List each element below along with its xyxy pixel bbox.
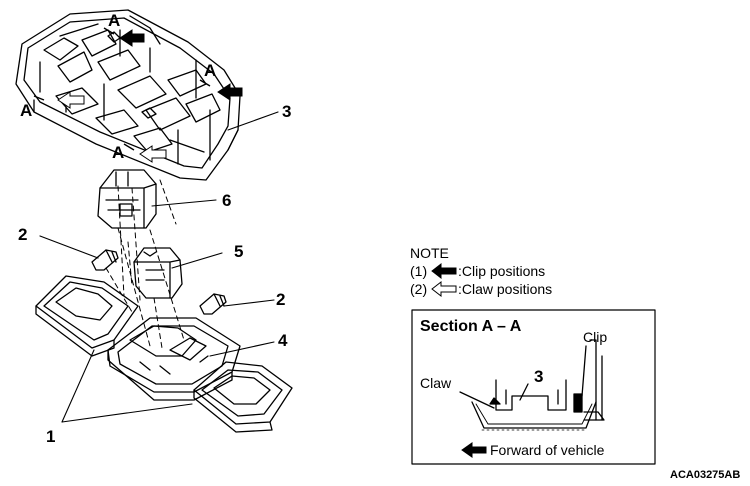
callout-4: 4 xyxy=(278,331,288,350)
claw-arrow-icon xyxy=(57,91,85,109)
lamp-base xyxy=(107,317,241,401)
note-item1-text: :Clip positions xyxy=(458,263,545,279)
filled-left-arrow-icon xyxy=(431,262,457,280)
section-label-a: A xyxy=(108,11,120,30)
callout-5: 5 xyxy=(234,242,243,261)
callout-6: 6 xyxy=(222,191,231,210)
leader-lines xyxy=(39,111,279,423)
forward-label: Forward of vehicle xyxy=(490,442,605,458)
note-item2-text: :Claw positions xyxy=(458,281,552,297)
callout-2-left: 2 xyxy=(18,225,27,244)
part-6-block xyxy=(97,169,157,229)
bulb-right xyxy=(199,293,227,315)
assembly-lines xyxy=(105,179,185,349)
note-item1-num: (1) xyxy=(410,263,427,279)
section-view xyxy=(459,339,605,431)
forward-arrow-icon xyxy=(461,442,487,458)
clip-label: Clip xyxy=(583,329,607,345)
claw-arrow-icon xyxy=(139,145,167,163)
callout-3: 3 xyxy=(282,102,291,121)
clip-arrows xyxy=(119,29,243,101)
section-part-3: 3 xyxy=(534,367,543,386)
clip-arrow-icon xyxy=(119,29,145,47)
outline-left-arrow-icon xyxy=(431,280,457,298)
clip-arrow-icon xyxy=(217,83,243,101)
lens-right xyxy=(193,361,293,433)
roof-housing xyxy=(15,9,241,181)
callout-1: 1 xyxy=(46,427,55,446)
claw-arrows xyxy=(57,91,167,163)
figure-code: ACA03275AB xyxy=(670,469,740,481)
note-title: NOTE xyxy=(410,245,449,261)
lens-left xyxy=(35,275,139,357)
note-item2-num: (2) xyxy=(410,281,427,297)
section-label-a: A xyxy=(204,61,216,80)
bulb-left xyxy=(91,249,119,271)
section-label-a: A xyxy=(112,143,124,162)
section-box xyxy=(411,309,656,465)
callout-2-right: 2 xyxy=(276,290,285,309)
claw-label: Claw xyxy=(420,375,452,391)
section-title: Section A – A xyxy=(420,318,522,335)
section-label-a: A xyxy=(20,101,32,120)
